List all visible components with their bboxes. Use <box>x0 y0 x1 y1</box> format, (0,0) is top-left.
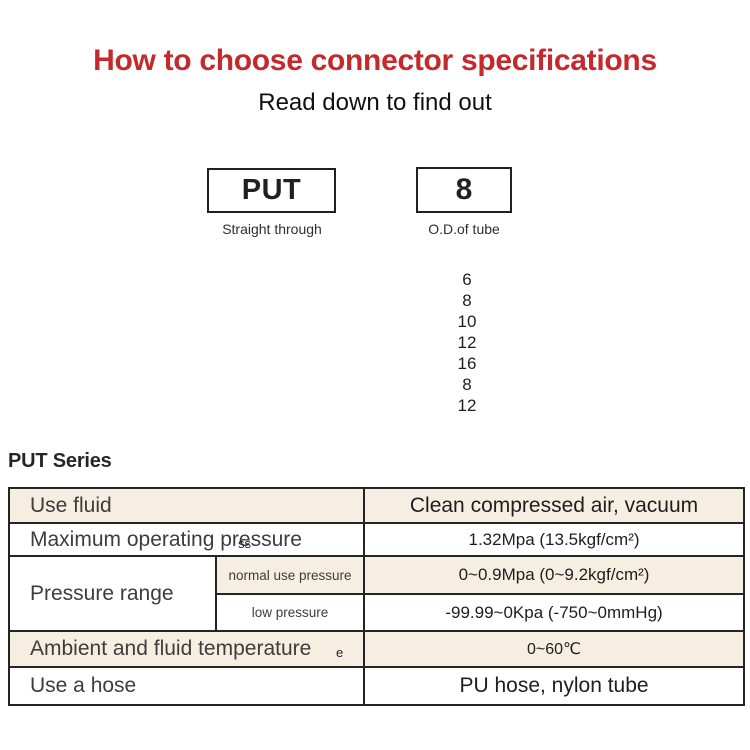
spec-value-max-pressure: 1.32Mpa (13.5kgf/cm²) <box>363 522 746 557</box>
size-options-list: 6 8 10 12 16 8 12 <box>417 269 517 416</box>
spec-label-temperature: Ambient and fluid temperature e <box>7 630 366 668</box>
table-row-normal-pressure: Pressure range normal use pressure 0~0.9… <box>8 555 746 632</box>
spec-label-text: Maximum operating pressure <box>30 527 302 551</box>
size-option: 8 <box>462 375 472 394</box>
series-heading: PUT Series <box>8 450 112 472</box>
spec-label-use-fluid: Use fluid <box>7 487 366 524</box>
series-code: PUT <box>241 174 302 206</box>
size-option: 10 <box>457 312 477 331</box>
table-row-hose: Use a hose PU hose, nylon tube <box>7 666 746 706</box>
size-option: 16 <box>457 354 477 373</box>
spec-table: Use fluid Clean compressed air, vacuum M… <box>7 487 746 706</box>
series-code-caption: Straight through <box>222 221 322 237</box>
overlap-text-artifact: e <box>336 645 344 660</box>
tube-size-code: 8 <box>455 173 473 206</box>
size-option: 12 <box>457 333 477 352</box>
spec-value-hose: PU hose, nylon tube <box>363 666 746 706</box>
page-subtitle: Read down to find out <box>258 89 492 116</box>
table-row-max-pressure: Maximum operating pressure ss 1.32Mpa (1… <box>7 522 746 557</box>
series-code-box: PUT <box>207 168 336 213</box>
size-option: 8 <box>462 291 472 310</box>
size-option: 12 <box>457 396 477 415</box>
spec-value-low-pressure: -99.99~0Kpa (-750~0mmHg) <box>363 593 746 632</box>
overlap-text-artifact: ss <box>238 536 251 551</box>
spec-sublabel-normal-pressure: normal use pressure <box>214 555 366 595</box>
tube-size-code-box: 8 <box>416 167 512 213</box>
tube-size-code-caption: O.D.of tube <box>428 221 500 237</box>
spec-value-use-fluid: Clean compressed air, vacuum <box>363 487 746 524</box>
spec-label-text: Ambient and fluid temperature <box>30 637 312 660</box>
table-row-low-pressure: low pressure -99.99~0Kpa (-750~0mmHg) <box>9 593 746 632</box>
spec-label-max-pressure: Maximum operating pressure ss <box>7 522 366 557</box>
spec-sublabel-low-pressure: low pressure <box>214 593 366 632</box>
page-title: How to choose connector specifications <box>93 44 657 77</box>
table-row-use-fluid: Use fluid Clean compressed air, vacuum <box>7 487 746 524</box>
spec-value-normal-pressure: 0~0.9Mpa (0~9.2kgf/cm²) <box>363 555 746 595</box>
spec-value-temperature: 0~60℃ <box>363 630 746 668</box>
size-option: 6 <box>462 270 472 289</box>
spec-label-hose: Use a hose <box>7 666 366 706</box>
table-row-temperature: Ambient and fluid temperature e 0~60℃ <box>7 630 746 668</box>
spec-label-pressure-range: Pressure range <box>8 555 217 632</box>
